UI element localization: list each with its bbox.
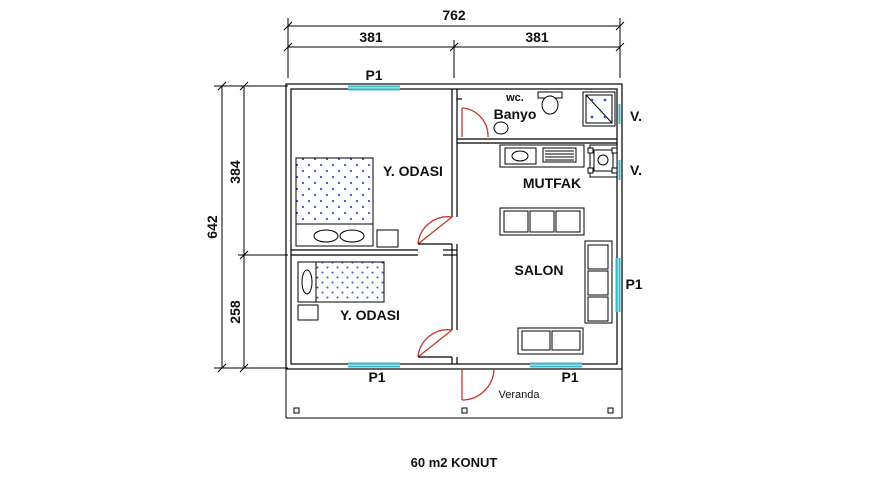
kitchen-fixtures — [499, 144, 618, 178]
door-bedroom-2 — [417, 329, 453, 358]
label-living-room: SALON — [515, 262, 564, 278]
label-window-v-upper: V. — [630, 108, 642, 124]
outer-walls — [285, 83, 623, 370]
label-window-right: P1 — [625, 276, 642, 292]
label-bedroom-2: Y. ODASI — [340, 307, 400, 323]
label-window-bottom-left: P1 — [368, 369, 385, 385]
doors — [417, 107, 495, 401]
door-bedroom-1 — [417, 216, 453, 245]
side-table — [297, 304, 319, 321]
dim-upper-height: 384 — [227, 160, 243, 184]
double-bed — [295, 157, 399, 248]
nightstand — [376, 229, 399, 248]
label-bathroom: Banyo — [494, 106, 537, 122]
label-window-bottom-right: P1 — [561, 369, 578, 385]
dim-total-width: 762 — [442, 7, 466, 23]
pillow-right — [339, 229, 365, 243]
top-dimensions — [283, 18, 625, 78]
door-entrance — [461, 368, 495, 401]
pillow-left — [313, 229, 339, 243]
dim-lower-height: 258 — [227, 300, 243, 324]
dim-right-width: 381 — [525, 29, 549, 45]
single-bed — [297, 261, 385, 321]
toilet-bowl — [541, 95, 559, 115]
salon-furniture — [499, 207, 613, 355]
veranda — [285, 369, 623, 419]
interior-walls — [291, 89, 617, 364]
label-kitchen: MUTFAK — [523, 175, 581, 191]
dim-total-height: 642 — [204, 215, 220, 239]
sofa-bottom — [517, 327, 584, 355]
label-veranda: Veranda — [499, 389, 541, 401]
door-bathroom — [461, 107, 489, 138]
label-bedroom-1: Y. ODASI — [383, 163, 443, 179]
bathroom-sink — [493, 121, 509, 135]
windows — [348, 85, 621, 368]
sofa-right — [584, 240, 613, 324]
label-wc: wc. — [505, 92, 524, 104]
plan-caption: 60 m2 KONUT — [411, 455, 498, 470]
bathroom-fixtures — [493, 91, 616, 135]
left-dimensions — [214, 81, 288, 373]
dim-left-width: 381 — [359, 29, 383, 45]
pillow — [301, 269, 313, 295]
label-window-v-lower: V. — [630, 162, 642, 178]
label-window-top: P1 — [365, 67, 382, 83]
sofa-top — [499, 207, 585, 236]
